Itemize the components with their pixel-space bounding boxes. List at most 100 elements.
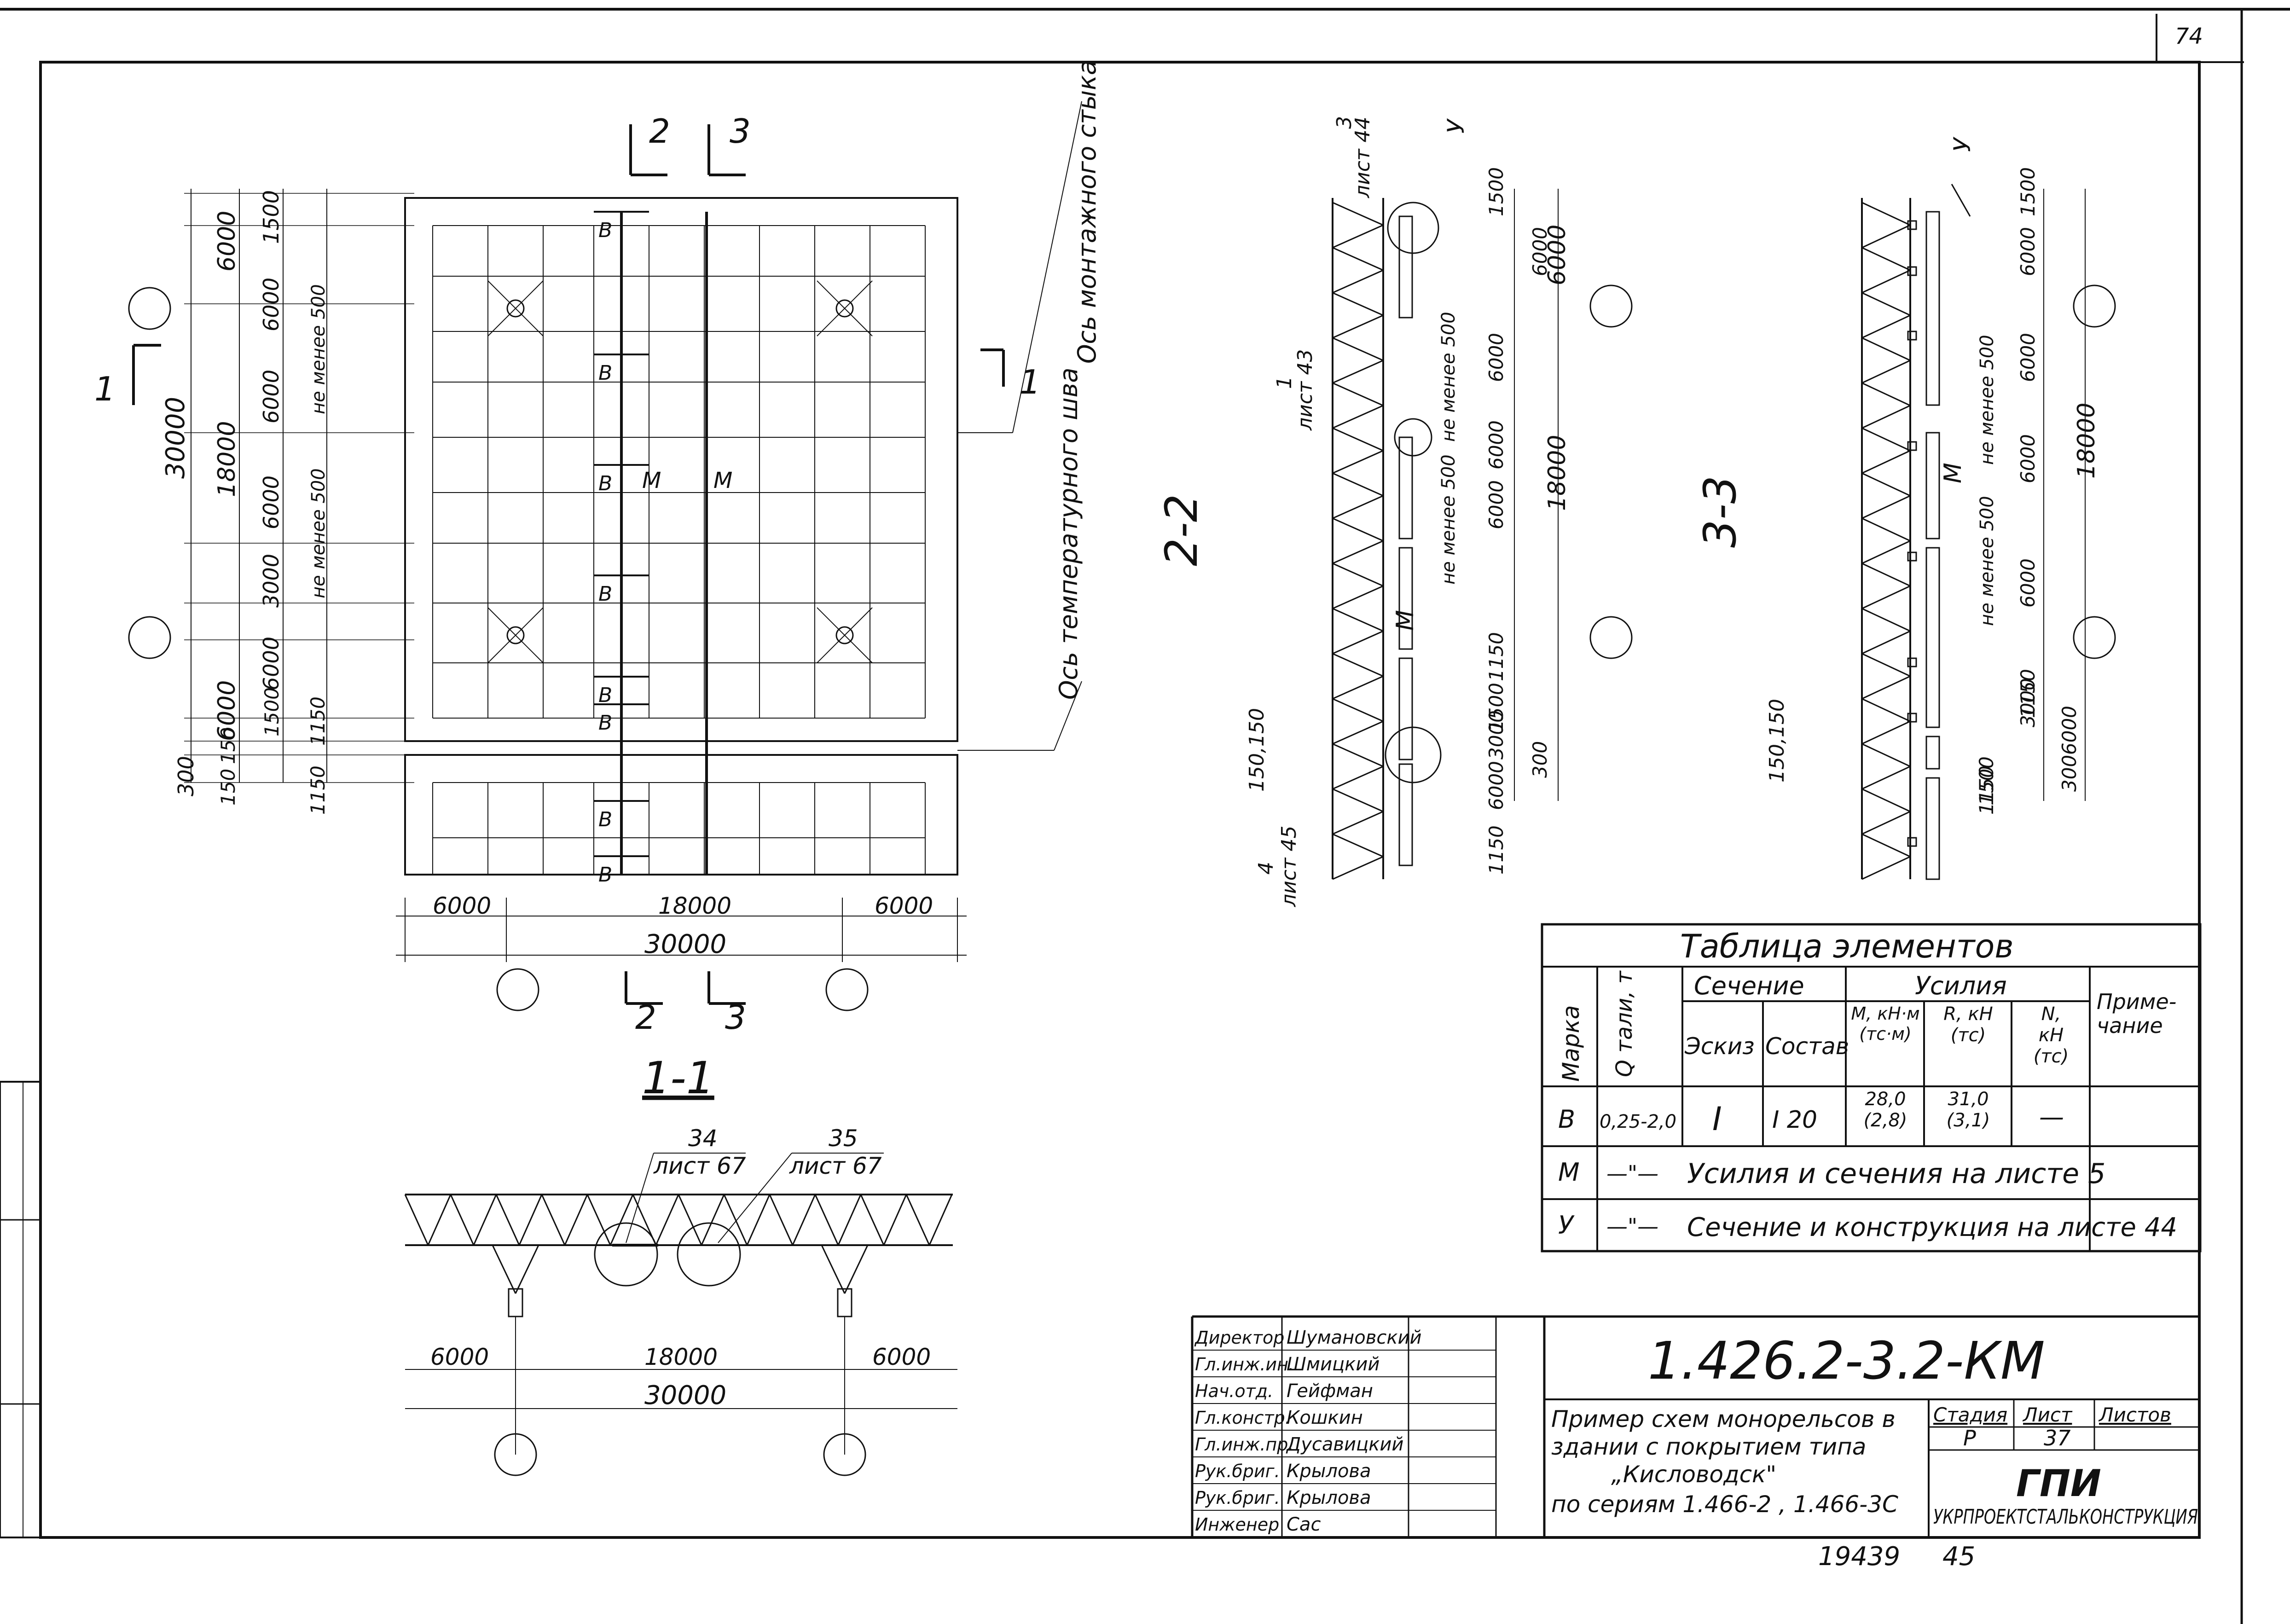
plan-dim-6000c: 6000 bbox=[259, 476, 284, 529]
truss-diagonal bbox=[1332, 788, 1384, 812]
support-node bbox=[1907, 220, 1917, 230]
mark-m-label: M bbox=[713, 468, 732, 493]
column-brace bbox=[821, 1245, 846, 1294]
truss-diagonal bbox=[564, 1194, 588, 1246]
sec22-dim: 6000 bbox=[1485, 761, 1507, 810]
sec33-dim: 3000 bbox=[2017, 678, 2039, 727]
truss-diagonal bbox=[814, 1194, 839, 1246]
truss-diagonal bbox=[792, 1194, 816, 1246]
title-name: Гейфман bbox=[1287, 1380, 1373, 1402]
truss-diagonal bbox=[1861, 337, 1911, 361]
sec11-dim-right: 6000 bbox=[872, 1344, 931, 1370]
plan-not-less-500a: не менее 500 bbox=[308, 284, 329, 414]
table-h-note: Приме-чание bbox=[2097, 990, 2176, 1038]
elements-table bbox=[1541, 923, 2202, 1253]
truss-diagonal bbox=[1332, 856, 1384, 880]
truss-diagonal bbox=[1332, 811, 1384, 835]
leader bbox=[718, 1153, 792, 1243]
document-code: 1.426.2-3.2-КМ bbox=[1648, 1331, 2045, 1391]
sec22-dim-18000: 18000 bbox=[1543, 435, 1571, 511]
plan-dim-6000-bot: 6000 bbox=[213, 680, 241, 741]
sec22-not-less-500b: не менее 500 bbox=[1438, 454, 1459, 585]
sec33-dim-18000: 18000 bbox=[2073, 403, 2100, 479]
plan-dim-150: 150 bbox=[217, 727, 239, 764]
truss-diagonal bbox=[746, 1194, 771, 1246]
sec33-dim: 1500 bbox=[2017, 167, 2039, 216]
section-1-1-truss bbox=[404, 1153, 957, 1476]
truss-diagonal bbox=[1861, 675, 1911, 700]
truss-diagonal bbox=[518, 1194, 543, 1246]
plan-axis-temperature: Ось температурного шва bbox=[1054, 368, 1083, 700]
truss-diagonal bbox=[1861, 202, 1911, 226]
section-3-3-title: 3-3 bbox=[1694, 476, 1746, 548]
truss-diagonal bbox=[678, 1194, 702, 1246]
sec11-ref1-num: 34 bbox=[688, 1125, 718, 1152]
axis-bubbles bbox=[128, 287, 869, 1011]
truss-diagonal bbox=[1332, 224, 1384, 249]
column-brace bbox=[492, 1245, 516, 1294]
brace bbox=[487, 607, 544, 663]
support-node bbox=[1907, 551, 1917, 562]
monorail-segment bbox=[1925, 432, 1940, 539]
truss-diagonal bbox=[1861, 743, 1911, 767]
sec22-dim: 1150 bbox=[1485, 632, 1507, 681]
table-h-comp: Состав bbox=[1765, 1033, 1849, 1060]
axis-bubble bbox=[1589, 616, 1633, 659]
support-node bbox=[1907, 331, 1917, 341]
truss-diagonal bbox=[1861, 766, 1911, 790]
monorail-segment bbox=[1398, 215, 1413, 319]
sheet-label: Лист bbox=[2022, 1404, 2073, 1426]
column-node bbox=[506, 299, 525, 318]
sec22-dim: 1500 bbox=[1485, 167, 1507, 216]
sec33-dim: 300 bbox=[2058, 755, 2081, 792]
sec22-not-less-500a: не менее 500 bbox=[1438, 312, 1459, 442]
sec33-dim: 1150 bbox=[1975, 766, 1998, 815]
sec22-ref-bot-sheet: лист 45 bbox=[1277, 825, 1301, 907]
sec22-dim: 6000 bbox=[1485, 480, 1507, 529]
monorail-segment bbox=[1398, 763, 1413, 866]
plan-bottom-6000-right: 6000 bbox=[875, 893, 933, 919]
plan-dim-3000: 3000 bbox=[259, 554, 284, 608]
truss-diagonal bbox=[769, 1194, 794, 1246]
row-m-mark: M bbox=[1558, 1158, 1580, 1187]
truss-diagonal bbox=[905, 1194, 930, 1246]
truss-diagonal bbox=[1861, 269, 1911, 294]
plan-dim-6000d: 6000 bbox=[259, 637, 284, 690]
table-h-sketch: Эскиз bbox=[1684, 1033, 1755, 1060]
support-node bbox=[1907, 713, 1917, 723]
column-brace bbox=[844, 1245, 869, 1294]
row-u-text: Сечение и конструкция на листе 44 bbox=[1687, 1212, 2177, 1242]
title-name: Шумановский bbox=[1287, 1327, 1421, 1348]
sec33-dim-150: 150,150 bbox=[1765, 699, 1789, 783]
row-m-text: Усилия и сечения на листе 5 bbox=[1687, 1158, 2105, 1190]
plan-bottom-18000: 18000 bbox=[658, 893, 731, 919]
truss-diagonal bbox=[1861, 563, 1911, 587]
truss-diagonal bbox=[1332, 292, 1384, 316]
description-line-2: здании с покрытием типа bbox=[1551, 1433, 1866, 1460]
truss-diagonal bbox=[1861, 472, 1911, 497]
truss-diagonal bbox=[1861, 427, 1911, 452]
plan-cut-1-left: 1 bbox=[94, 370, 116, 408]
plan-grid bbox=[184, 101, 1082, 962]
truss-diagonal bbox=[1332, 472, 1384, 497]
mark-b-label: B bbox=[598, 219, 612, 242]
truss-diagonal bbox=[1861, 608, 1911, 632]
sec33-dim: 1150 bbox=[2017, 669, 2039, 718]
sheet-value: 37 bbox=[2044, 1426, 2071, 1450]
truss-diagonal bbox=[1332, 495, 1384, 519]
mark-b-label: B bbox=[598, 582, 612, 606]
row-b-comp: I 20 bbox=[1772, 1106, 1817, 1134]
truss-diagonal bbox=[541, 1194, 566, 1246]
truss-diagonal bbox=[1332, 427, 1384, 452]
title-role: Гл.инж.пр. bbox=[1195, 1434, 1293, 1455]
row-b-mark: B bbox=[1558, 1105, 1575, 1134]
truss-diagonal bbox=[1861, 517, 1911, 542]
row-b-sketch: I bbox=[1712, 1100, 1722, 1138]
monorail-segment bbox=[1398, 547, 1413, 650]
axis-bubble bbox=[825, 968, 869, 1011]
table-h-n: N, кН (тс) bbox=[2034, 1003, 2069, 1067]
plan-dim-30000: 30000 bbox=[161, 397, 191, 479]
org-name: УКРПРОЕКТСТАЛЬКОНСТРУКЦИЯ bbox=[1933, 1505, 2198, 1529]
